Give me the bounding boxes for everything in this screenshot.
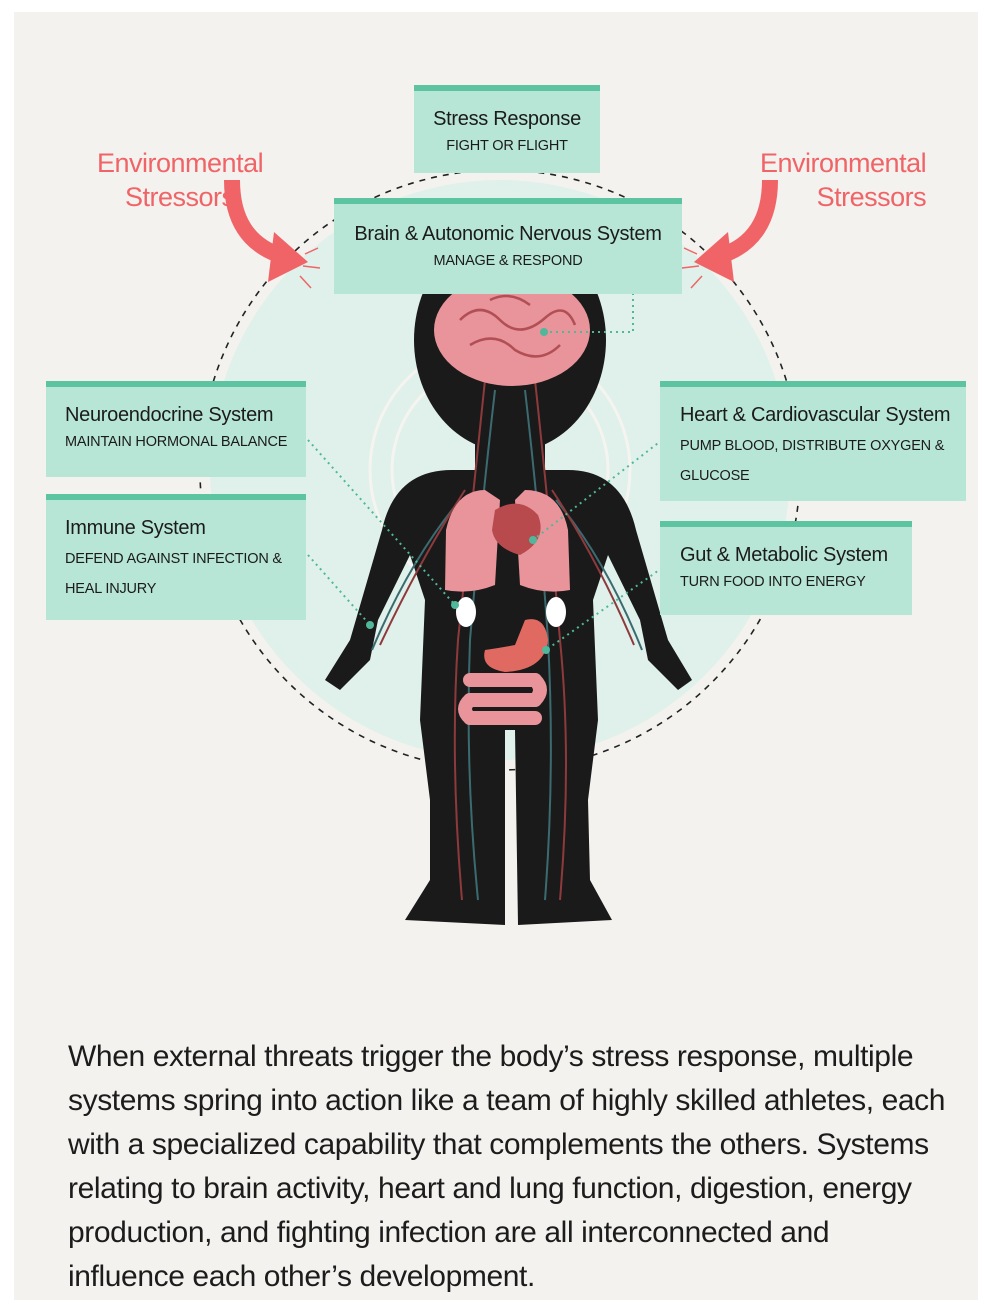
immune-box: Immune System DEFEND AGAINST INFECTION &… xyxy=(46,494,306,620)
left-kidney xyxy=(456,597,476,627)
heart-subtitle-line2: GLUCOSE xyxy=(680,461,966,491)
immune-subtitle-line2: HEAL INJURY xyxy=(65,574,306,604)
env-left-line2: Stressors xyxy=(97,180,263,214)
brain-system-subtitle: MANAGE & RESPOND xyxy=(334,248,682,274)
neuroendocrine-title: Neuroendocrine System xyxy=(65,403,306,427)
brain-system-title: Brain & Autonomic Nervous System xyxy=(334,222,682,246)
caption-paragraph: When external threats trigger the body’s… xyxy=(68,1035,948,1299)
heart-box: Heart & Cardiovascular System PUMP BLOOD… xyxy=(660,381,966,501)
env-right-line1: Environmental xyxy=(760,146,926,180)
gut-subtitle: TURN FOOD INTO ENERGY xyxy=(680,569,912,595)
immune-subtitle-line1: DEFEND AGAINST INFECTION & xyxy=(65,544,306,574)
environmental-stressors-right: Environmental Stressors xyxy=(760,146,926,214)
brain-system-box: Brain & Autonomic Nervous System MANAGE … xyxy=(334,198,682,294)
right-kidney xyxy=(546,597,566,627)
stress-response-box: Stress Response FIGHT OR FLIGHT xyxy=(414,85,600,173)
stress-response-title: Stress Response xyxy=(414,107,600,131)
intestines-organ xyxy=(465,680,540,718)
heart-title: Heart & Cardiovascular System xyxy=(680,403,966,427)
immune-title: Immune System xyxy=(65,516,306,540)
env-left-line1: Environmental xyxy=(97,146,263,180)
neuroendocrine-box: Neuroendocrine System MAINTAIN HORMONAL … xyxy=(46,381,306,477)
heart-subtitle-line1: PUMP BLOOD, DISTRIBUTE OXYGEN & xyxy=(680,431,966,461)
env-right-line2: Stressors xyxy=(760,180,926,214)
gut-title: Gut & Metabolic System xyxy=(680,543,912,567)
gut-box: Gut & Metabolic System TURN FOOD INTO EN… xyxy=(660,521,912,615)
environmental-stressors-left: Environmental Stressors xyxy=(97,146,263,214)
stress-response-subtitle: FIGHT OR FLIGHT xyxy=(414,133,600,159)
neuroendocrine-subtitle: MAINTAIN HORMONAL BALANCE xyxy=(65,429,306,455)
